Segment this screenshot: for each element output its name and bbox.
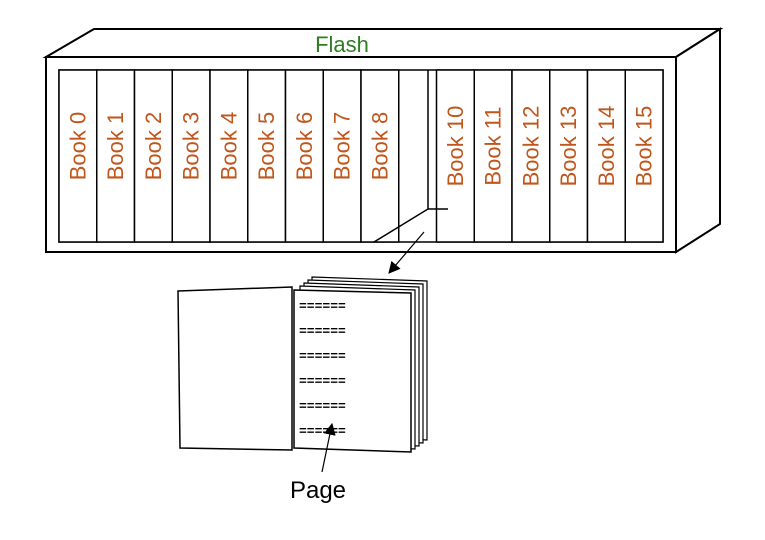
top-page: [293, 289, 412, 453]
shelf-top-face: [42, 28, 724, 58]
book-15-spine: [624, 69, 664, 243]
book-6-label: Book 6: [292, 112, 317, 181]
page-text-line: ======: [299, 374, 346, 389]
page-label: Page: [290, 477, 346, 504]
book-1-label: Book 1: [103, 112, 128, 180]
book-0-label: Book 0: [65, 112, 90, 180]
books-row: Book 0 Book 1 Book 2 Book 3 Book 4 Book 5 Book…: [58, 69, 664, 243]
book-2-label: Book 2: [141, 112, 166, 181]
page-text-line: ======: [299, 424, 346, 439]
book-to-pages-arrow: [388, 231, 425, 274]
page-text-line: ======: [299, 349, 346, 364]
book-cover: [177, 286, 293, 451]
book-11-spine: [473, 69, 513, 243]
book-8-label: Book 8: [367, 112, 392, 181]
book-9-slot: [373, 70, 448, 243]
book-15-label: Book 15: [632, 106, 657, 187]
page-text-line: ======: [299, 299, 346, 314]
book-11-label: Book 11: [481, 106, 506, 185]
book-7-label: Book 7: [330, 112, 355, 181]
book-5-spine: [247, 69, 287, 243]
flash-label: Flash: [315, 32, 369, 57]
opened-book: ====== ====== ====== ====== ====== =====…: [177, 276, 428, 453]
book-12-label: Book 12: [518, 106, 543, 187]
book-6-spine: [284, 69, 324, 243]
page-text-line: ======: [299, 324, 346, 339]
book-7-spine: [322, 69, 362, 243]
book-14-spine: [586, 69, 626, 243]
book-3-label: Book 3: [179, 112, 204, 181]
page-text-line: ======: [299, 399, 346, 414]
book-5-label: Book 5: [254, 112, 279, 181]
book-4-label: Book 4: [216, 112, 241, 181]
book-13-label: Book 13: [556, 106, 581, 187]
book-10-label: Book 10: [443, 106, 468, 187]
book-14-label: Book 14: [594, 106, 619, 187]
shelf-side-face: [675, 27, 721, 254]
page-pointer-arrow: [321, 422, 336, 473]
book-13-spine: [549, 69, 589, 243]
book-10-spine: [435, 69, 475, 243]
book-8-spine: [360, 69, 400, 243]
book-12-spine: [511, 69, 551, 243]
